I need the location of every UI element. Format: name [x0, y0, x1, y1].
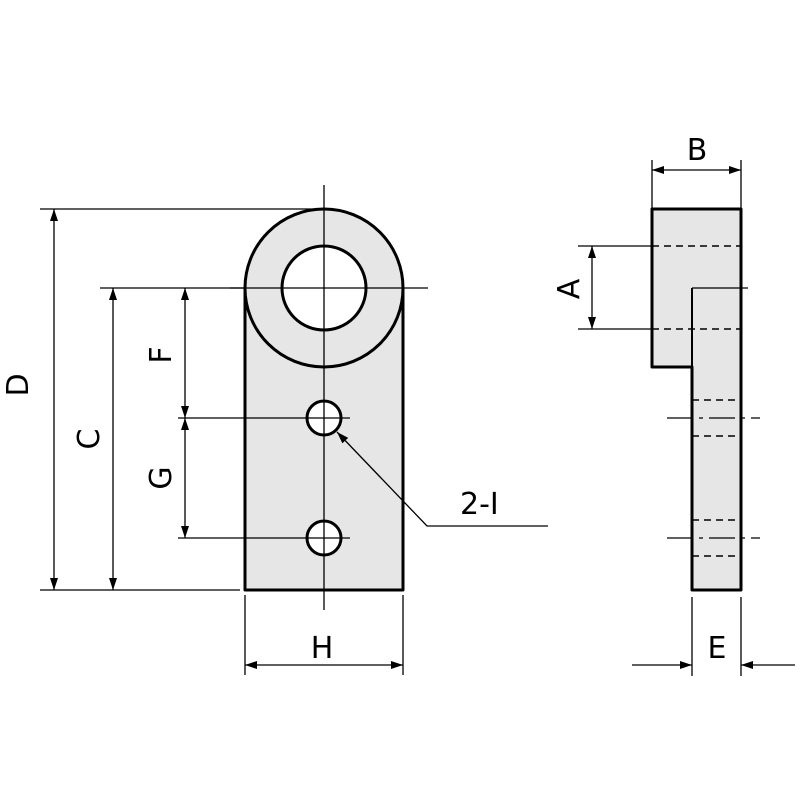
dimension-H: H	[244, 595, 404, 675]
label-C: C	[72, 429, 107, 450]
dimension-A: A	[552, 245, 652, 330]
side-view	[650, 207, 760, 592]
dimension-D: D	[1, 208, 320, 591]
label-G: G	[144, 466, 179, 489]
leader-line	[336, 431, 548, 527]
label-B: B	[687, 133, 708, 168]
label-A: A	[552, 278, 587, 299]
label-F: F	[144, 346, 179, 363]
dimension-E: E	[632, 597, 795, 676]
dimension-F-G: F G	[144, 288, 350, 539]
hole-callout: 2-I	[336, 431, 548, 527]
label-H: H	[311, 631, 334, 666]
label-D: D	[1, 373, 36, 396]
dimension-C: C	[72, 287, 245, 590]
label-2-I: 2-I	[460, 487, 499, 522]
dimension-B: B	[651, 133, 742, 209]
label-E: E	[708, 631, 727, 666]
front-view	[230, 185, 428, 610]
